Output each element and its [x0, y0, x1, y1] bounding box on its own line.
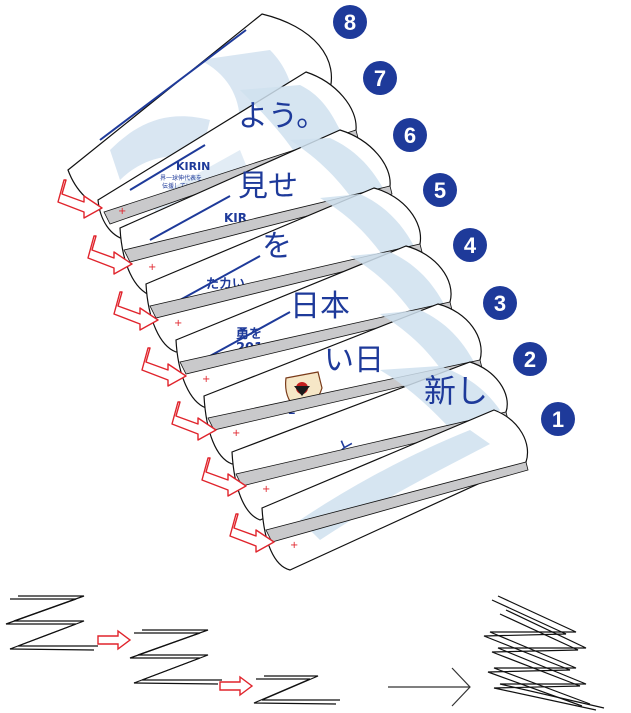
- panel-number-badge-5: 5: [423, 173, 457, 207]
- badge-number: 3: [494, 291, 506, 316]
- red-plus-icon: +: [202, 374, 210, 385]
- zigzag-left-group: [6, 596, 340, 704]
- panel-number-badge-4: 4: [453, 228, 487, 262]
- panel-number-badge-7: 7: [363, 61, 397, 95]
- panel-7-logo: KIRIN: [176, 160, 210, 173]
- panel-5-text: を: [262, 229, 292, 264]
- red-plus-icon: +: [290, 540, 298, 551]
- red-plus-icon: +: [232, 428, 240, 439]
- badge-number: 8: [344, 10, 356, 35]
- badge-number: 5: [434, 178, 446, 203]
- panel-7-text: よう。: [238, 99, 326, 134]
- zigzag-result: [484, 596, 604, 710]
- zigzag-piece-1: [6, 596, 98, 650]
- panel-number-badge-3: 3: [483, 286, 517, 320]
- badge-number: 2: [524, 347, 536, 372]
- bottom-arrow-1: [98, 631, 130, 649]
- badge-number: 7: [374, 66, 386, 91]
- panel-6-text: 見せ: [238, 169, 298, 204]
- panel-number-badge-6: 6: [393, 118, 427, 152]
- red-plus-icon: +: [148, 262, 156, 273]
- panel-2-text: 新し: [424, 372, 488, 410]
- panel-stack: よう。 KIRIN 界一球伸代表を 伝援しています。 見せ KIR キリ を た…: [68, 14, 528, 570]
- panel-number-badge-1: 1: [541, 402, 575, 436]
- red-plus-icon: +: [174, 318, 182, 329]
- red-plus-icon: +: [262, 484, 270, 495]
- badge-number: 6: [404, 123, 416, 148]
- badge-number: 4: [464, 233, 477, 258]
- zigzag-piece-2: [130, 630, 222, 684]
- panel-4-label: 勇を: [236, 327, 262, 342]
- thin-right-arrow-icon: [388, 668, 470, 706]
- panel-4-text: 日本: [290, 289, 350, 324]
- bottom-arrow-2: [220, 677, 252, 695]
- badge-number: 1: [552, 407, 564, 432]
- panel-number-badge-2: 2: [513, 342, 547, 376]
- panel-3-text: い日: [324, 343, 384, 378]
- panel-number-badge-8: 8: [333, 5, 367, 39]
- panel-7-note-1: 界一球伸代表を: [160, 174, 202, 182]
- zigzag-piece-3: [254, 676, 340, 704]
- red-plus-icon: +: [118, 206, 126, 217]
